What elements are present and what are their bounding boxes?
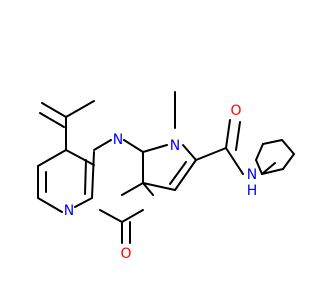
cyclopentane-ring — [255, 139, 295, 175]
bond — [123, 139, 144, 153]
atom-label-nitrogen: N — [64, 203, 74, 219]
bond — [99, 209, 123, 223]
bond — [235, 121, 241, 151]
atom-label-oxygen: O — [120, 246, 131, 262]
bond — [41, 102, 67, 118]
bond — [142, 182, 176, 191]
bond — [174, 159, 197, 191]
pyridine-ring — [37, 100, 112, 213]
bond — [261, 162, 276, 175]
bond — [37, 149, 67, 167]
bond — [37, 197, 63, 213]
bond — [255, 143, 264, 161]
pyrimidinone-ring — [99, 139, 154, 244]
bond — [65, 100, 95, 118]
structure-diagram: N N N O O N H — [37, 91, 295, 262]
bond — [225, 147, 244, 175]
bond — [261, 168, 284, 175]
atom-label-hydrogen: H — [247, 183, 258, 199]
bond — [84, 159, 87, 195]
bond — [281, 139, 295, 155]
atom-label-nitrogen: N — [170, 138, 180, 154]
bond — [121, 182, 144, 196]
bond — [182, 144, 197, 161]
bond — [91, 151, 95, 199]
atom-label-nitrogen: N — [113, 132, 123, 148]
bond — [195, 147, 227, 161]
bond — [142, 144, 168, 153]
bond — [93, 139, 112, 151]
atom-label-oxygen: O — [230, 103, 241, 119]
bond — [39, 112, 65, 128]
bond — [169, 161, 187, 185]
amide-group — [195, 119, 276, 175]
bond — [121, 209, 144, 223]
bond — [262, 139, 283, 145]
bond — [225, 119, 231, 149]
bond — [282, 153, 295, 170]
bond — [65, 149, 95, 166]
molecule-canvas: N N N O O N H — [37, 91, 295, 262]
bond — [74, 197, 93, 208]
atom-label-nitrogen: N — [247, 167, 257, 183]
pyrrole-ring — [142, 91, 197, 191]
bond — [142, 182, 154, 196]
bond — [255, 159, 263, 175]
